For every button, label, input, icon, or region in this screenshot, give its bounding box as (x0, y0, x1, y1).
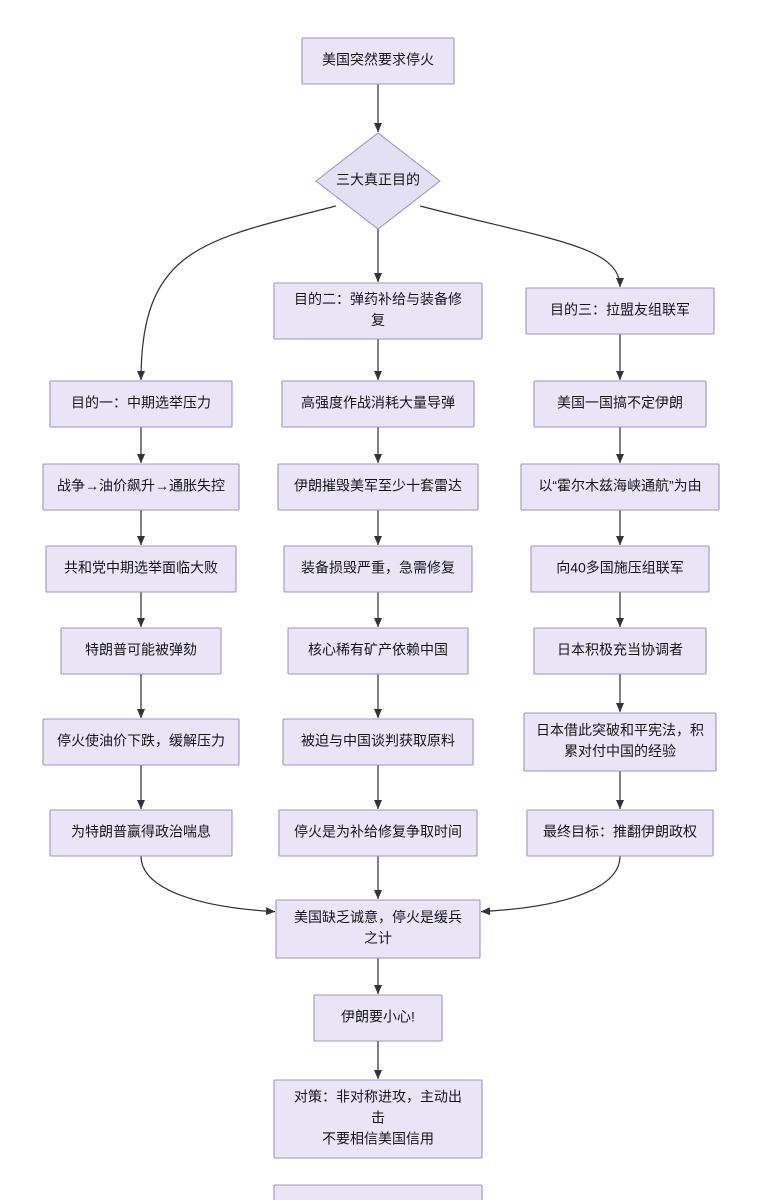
node-label: 核心稀有矿产依赖中国 (308, 642, 448, 658)
node-label: 为特朗普赢得政治喘息 (71, 824, 211, 840)
node-label: 特朗普可能被弹劾 (85, 642, 197, 658)
flow-edge-n_dec-to-n_p1 (137, 205, 336, 381)
node-shape-rect (313, 994, 443, 1042)
flow-node-n_b4[interactable]: 日本积极充当协调者 (533, 627, 707, 675)
node-label: 目的一：中期选举压力 (71, 395, 211, 411)
flow-node-n_p1c[interactable]: 共和党中期选举面临大败 (45, 545, 237, 593)
node-label: 战争→油价飙升→通胀失控 (57, 478, 225, 494)
node-shape-rect (520, 463, 720, 511)
node-label: 美国缺乏诚意，停火是缓兵 (294, 909, 462, 925)
node-label: 伊朗要小心! (341, 1009, 415, 1025)
node-label: 向40多国施压组联军 (556, 560, 684, 576)
node-shape-rect (530, 545, 710, 593)
node-label: 对策：非对称进攻，主动出 (294, 1089, 462, 1105)
node-shape-rect (273, 282, 483, 340)
node-shape-rect (277, 463, 479, 511)
node-shape-rect (282, 718, 474, 766)
node-shape-rect (49, 380, 233, 428)
node-label: 装备损毁严重，急需修复 (301, 560, 455, 576)
flow-node-n_a5[interactable]: 被迫与中国谈判获取原料 (282, 718, 474, 766)
node-shape-rect (45, 545, 237, 593)
flow-node-n_a6[interactable]: 停火是为补给修复争取时间 (278, 809, 478, 857)
node-label: 不要相信美国信用 (322, 1131, 434, 1147)
node-shape-rect (533, 627, 707, 675)
node-label: 最终目标：推翻伊朗政权 (543, 824, 697, 840)
node-shape-rect (42, 463, 240, 511)
node-label: 之计 (364, 930, 392, 946)
node-label: 被迫与中国谈判获取原料 (301, 733, 455, 749)
node-shape-rect (273, 1184, 483, 1200)
flow-node-n_b3[interactable]: 向40多国施压组联军 (530, 545, 710, 593)
flow-node-n_p1d[interactable]: 特朗普可能被弹劾 (60, 627, 222, 675)
node-label: 目的三：拉盟友组联军 (550, 302, 690, 318)
node-shape-rect (523, 712, 717, 772)
node-shape-rect (42, 718, 240, 766)
flow-node-n_p3[interactable]: 目的三：拉盟友组联军 (525, 287, 715, 335)
node-label: 日本积极充当协调者 (557, 642, 683, 658)
node-label: 三大真正目的 (336, 172, 420, 188)
node-label: 击 (371, 1110, 385, 1126)
node-label: 目的二：弹药补给与装备修 (294, 291, 462, 307)
flow-edge-n_dec-to-n_p3 (420, 205, 624, 288)
flow-node-n_b6[interactable]: 最终目标：推翻伊朗政权 (526, 809, 714, 857)
node-label: 高强度作战消耗大量导弹 (301, 395, 455, 411)
node-label: 共和党中期选举面临大败 (64, 560, 218, 576)
node-shape-rect (283, 545, 473, 593)
node-shape-diamond (315, 132, 441, 230)
node-label: 美国突然要求停火 (322, 52, 434, 68)
flow-node-n_p1b[interactable]: 战争→油价飙升→通胀失控 (42, 463, 240, 511)
flow-node-n_cut[interactable] (273, 1184, 483, 1200)
node-label: 伊朗摧毁美军至少十套雷达 (294, 478, 462, 494)
node-label: 日本借此突破和平宪法，积 (536, 722, 704, 738)
node-shape-rect (60, 627, 222, 675)
node-shape-rect (526, 809, 714, 857)
node-label: 停火使油价下跌，缓解压力 (57, 733, 225, 749)
flow-node-n_a1[interactable]: 高强度作战消耗大量导弹 (281, 380, 475, 428)
flow-node-n_a4[interactable]: 核心稀有矿产依赖中国 (287, 627, 469, 675)
node-shape-rect (49, 809, 233, 857)
node-label: 美国一国搞不定伊朗 (557, 395, 683, 411)
flow-node-n_a2[interactable]: 伊朗摧毁美军至少十套雷达 (277, 463, 479, 511)
flow-node-n_dec[interactable]: 三大真正目的 (315, 132, 441, 230)
node-shape-rect (273, 1079, 483, 1159)
node-shape-rect (287, 627, 469, 675)
node-shape-rect (533, 380, 707, 428)
node-label: 停火是为补给修复争取时间 (294, 824, 462, 840)
node-shape-rect (301, 37, 455, 85)
node-shape-rect (275, 899, 481, 959)
node-label: 复 (371, 312, 385, 328)
node-shape-rect (281, 380, 475, 428)
flow-node-n_p1[interactable]: 目的一：中期选举压力 (49, 380, 233, 428)
node-label: 累对付中国的经验 (564, 743, 676, 759)
node-shape-rect (278, 809, 478, 857)
node-shape-rect (525, 287, 715, 335)
flow-node-n_warn[interactable]: 伊朗要小心! (313, 994, 443, 1042)
flow-edge-n_p1f-to-n_conv (140, 855, 276, 916)
flow-node-n_a3[interactable]: 装备损毁严重，急需修复 (283, 545, 473, 593)
flow-node-n_b1[interactable]: 美国一国搞不定伊朗 (533, 380, 707, 428)
edge-layer (137, 84, 625, 1080)
node-label: 以“霍尔木兹海峡通航”为由 (538, 478, 701, 494)
flow-node-n_start[interactable]: 美国突然要求停火 (301, 37, 455, 85)
flow-node-n_p1f[interactable]: 为特朗普赢得政治喘息 (49, 809, 233, 857)
flow-node-n_b2[interactable]: 以“霍尔木兹海峡通航”为由 (520, 463, 720, 511)
flow-node-n_p1e[interactable]: 停火使油价下跌，缓解压力 (42, 718, 240, 766)
flow-edge-n_b6-to-n_conv (480, 855, 621, 916)
